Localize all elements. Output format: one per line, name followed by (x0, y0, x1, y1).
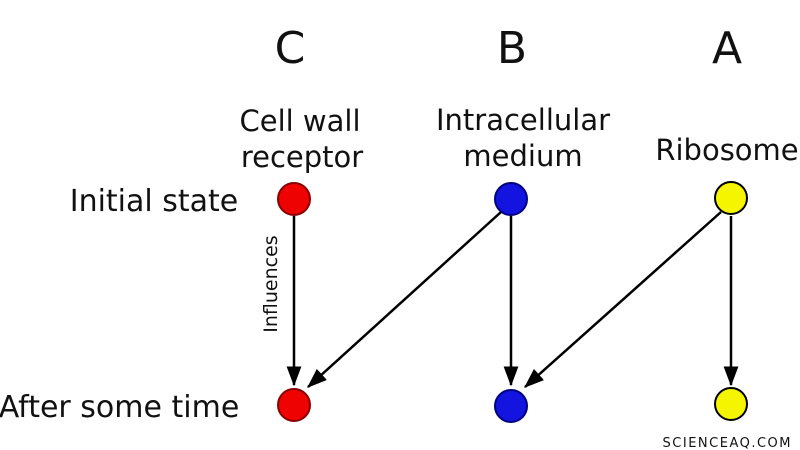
row-label-after-some-time: After some time (0, 390, 239, 425)
column-label-a-line1: Ribosome (655, 133, 798, 167)
node-c-initial (277, 182, 311, 216)
column-label-b-line1: Intracellular (436, 103, 610, 137)
arrow-b-initial-to-c-after (307, 211, 502, 388)
arrow-label-influences: Influences (260, 235, 282, 332)
column-letter-b: B (497, 23, 527, 74)
column-label-c-line1: Cell wall (239, 104, 360, 138)
column-label-c-line2: receptor (241, 140, 363, 174)
column-letter-c: C (275, 23, 306, 74)
arrow-a-initial-to-b-after (524, 211, 722, 388)
column-label-b-line2: medium (463, 139, 582, 173)
node-b-after (494, 389, 528, 423)
column-letter-a: A (712, 23, 742, 74)
node-c-after (277, 388, 311, 422)
watermark-text: SCIENCEAQ.COM (663, 436, 792, 450)
row-label-initial-state: Initial state (70, 184, 239, 219)
node-b-initial (494, 182, 528, 216)
node-a-initial (714, 181, 748, 215)
node-a-after (714, 387, 748, 421)
